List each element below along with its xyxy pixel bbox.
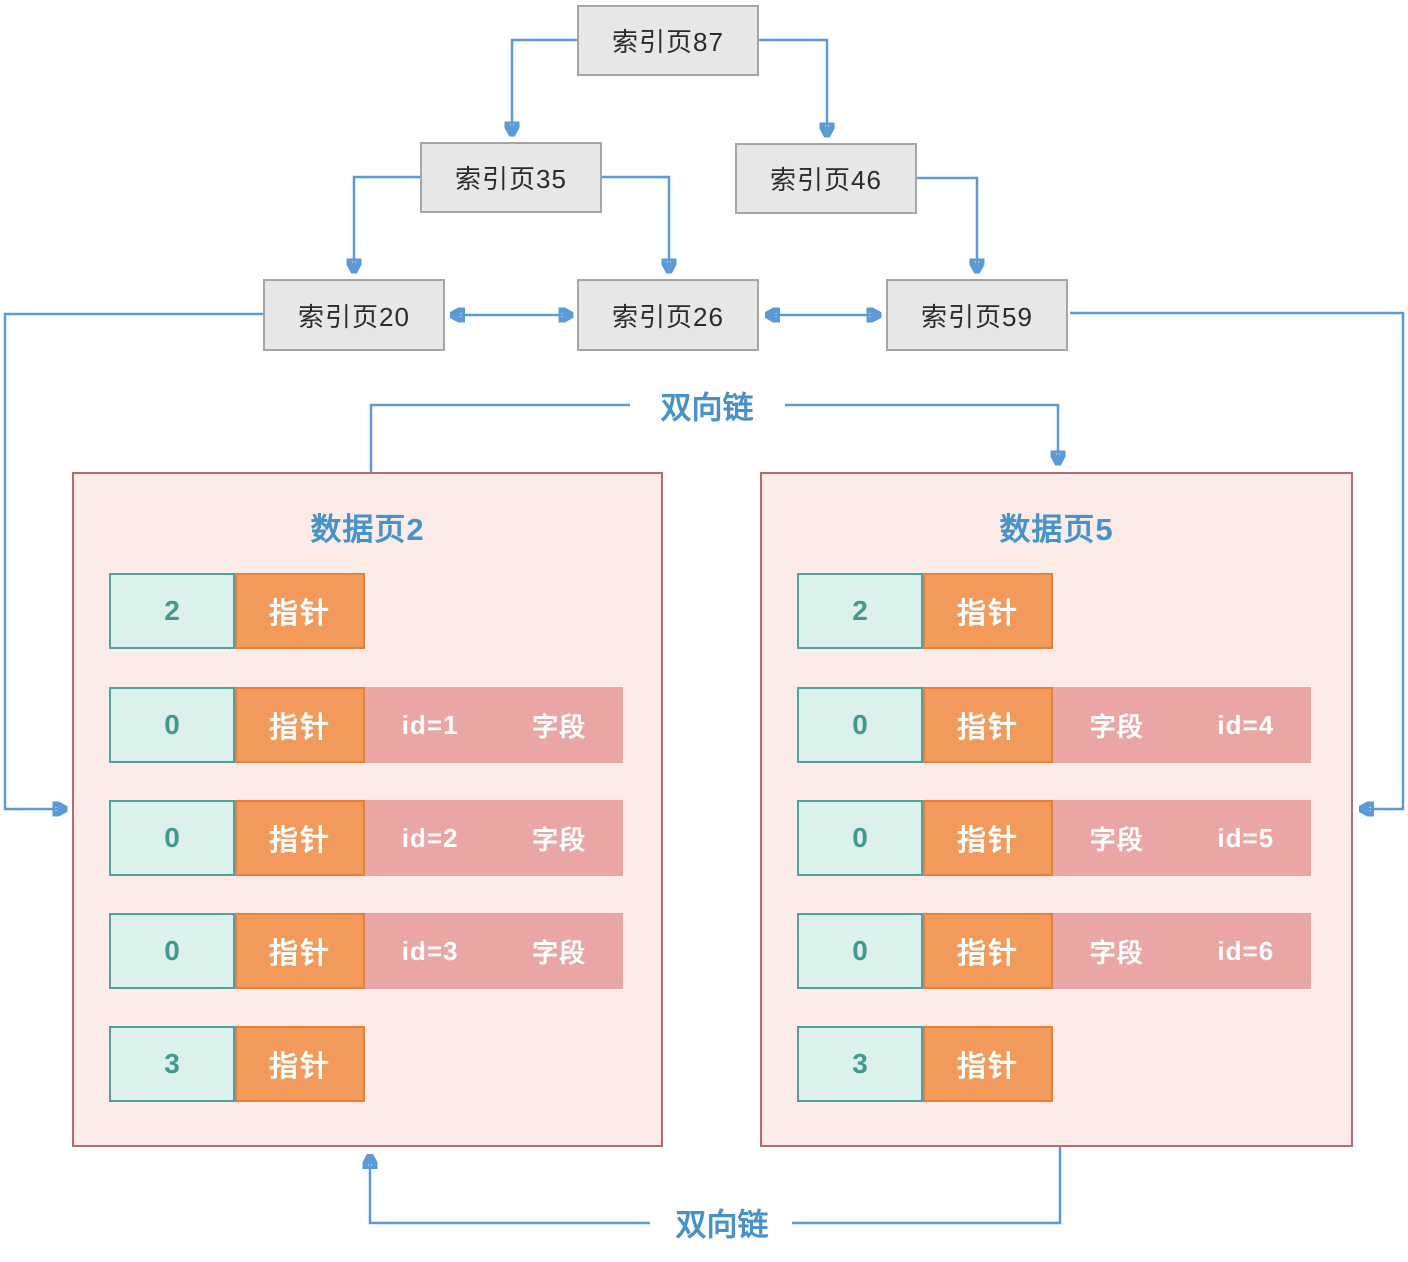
row-pointer-cell: 指针 [923, 1026, 1053, 1102]
connector-35-to-20 [354, 175, 420, 272]
record-field-text: 字段 [532, 937, 587, 968]
data-page-2: 数据页2 2 指针 0 指针 id=1 字段 0 指针 id=2 字段 0 指针 [72, 472, 663, 1147]
row-record-cell: id=1 字段 [365, 687, 623, 763]
index-node-20: 索引页20 [263, 279, 445, 351]
row-key-cell: 0 [109, 800, 235, 876]
index-node-26: 索引页26 [577, 279, 759, 351]
row-key-cell: 0 [797, 687, 923, 763]
chain-bottom-right-segment [792, 1147, 1062, 1225]
record-id-text: id=5 [1217, 822, 1275, 853]
page5-row-record-2: 0 指针 字段 id=5 [797, 800, 1311, 876]
row-pointer-cell: 指针 [235, 687, 365, 763]
connector-46-to-59 [917, 176, 977, 272]
row-key-cell: 2 [797, 573, 923, 649]
row-pointer-cell: 指针 [923, 800, 1053, 876]
row-record-cell: 字段 id=5 [1053, 800, 1311, 876]
row-record-cell: id=3 字段 [365, 913, 623, 989]
connector-87-to-46 [758, 38, 827, 136]
page2-row-max: 3 指针 [109, 1026, 365, 1102]
record-id-text: id=3 [401, 935, 459, 966]
page2-row-min: 2 指针 [109, 573, 365, 649]
chain-label-bottom: 双向链 [675, 1207, 769, 1243]
index-node-35: 索引页35 [420, 142, 602, 213]
row-pointer-cell: 指针 [923, 687, 1053, 763]
connector-35-to-26 [602, 175, 669, 272]
record-id-text: id=4 [1217, 709, 1275, 740]
row-key-cell: 0 [797, 800, 923, 876]
row-key-cell: 0 [109, 913, 235, 989]
record-field-text: 字段 [1089, 937, 1144, 968]
row-pointer-cell: 指针 [923, 913, 1053, 989]
row-record-cell: id=2 字段 [365, 800, 623, 876]
page5-row-record-1: 0 指针 字段 id=4 [797, 687, 1311, 763]
row-key-cell: 2 [109, 573, 235, 649]
page5-row-max: 3 指针 [797, 1026, 1053, 1102]
row-pointer-cell: 指针 [235, 913, 365, 989]
chain-label-top: 双向链 [660, 390, 754, 426]
record-id-text: id=1 [401, 709, 459, 740]
row-pointer-cell: 指针 [923, 573, 1053, 649]
index-node-59: 索引页59 [886, 279, 1068, 351]
data-page-2-title: 数据页2 [310, 512, 425, 547]
record-id-text: id=2 [401, 822, 459, 853]
row-pointer-cell: 指针 [235, 1026, 365, 1102]
chain-top-right-segment [785, 403, 1058, 464]
row-record-cell: 字段 id=6 [1053, 913, 1311, 989]
record-field-text: 字段 [1089, 824, 1144, 855]
record-field-text: 字段 [532, 711, 587, 742]
row-pointer-cell: 指针 [235, 573, 365, 649]
row-key-cell: 3 [797, 1026, 923, 1102]
record-field-text: 字段 [532, 824, 587, 855]
index-node-46: 索引页46 [735, 143, 917, 214]
connector-87-to-35 [512, 38, 577, 135]
data-page-5: 数据页5 2 指针 0 指针 字段 id=4 0 指针 字段 id=5 0 指针 [760, 472, 1353, 1147]
page2-row-record-2: 0 指针 id=2 字段 [109, 800, 623, 876]
record-field-text: 字段 [1089, 711, 1144, 742]
index-node-87: 索引页87 [577, 5, 759, 76]
row-key-cell: 3 [109, 1026, 235, 1102]
row-key-cell: 0 [797, 913, 923, 989]
chain-bottom-left-segment [370, 1155, 650, 1225]
record-id-text: id=6 [1217, 935, 1275, 966]
data-page-5-title: 数据页5 [999, 512, 1114, 547]
page5-row-record-3: 0 指针 字段 id=6 [797, 913, 1311, 989]
page2-row-record-3: 0 指针 id=3 字段 [109, 913, 623, 989]
chain-top-left-segment [369, 403, 630, 472]
page2-row-record-1: 0 指针 id=1 字段 [109, 687, 623, 763]
row-record-cell: 字段 id=4 [1053, 687, 1311, 763]
page5-row-min: 2 指针 [797, 573, 1053, 649]
row-key-cell: 0 [109, 687, 235, 763]
row-pointer-cell: 指针 [235, 800, 365, 876]
